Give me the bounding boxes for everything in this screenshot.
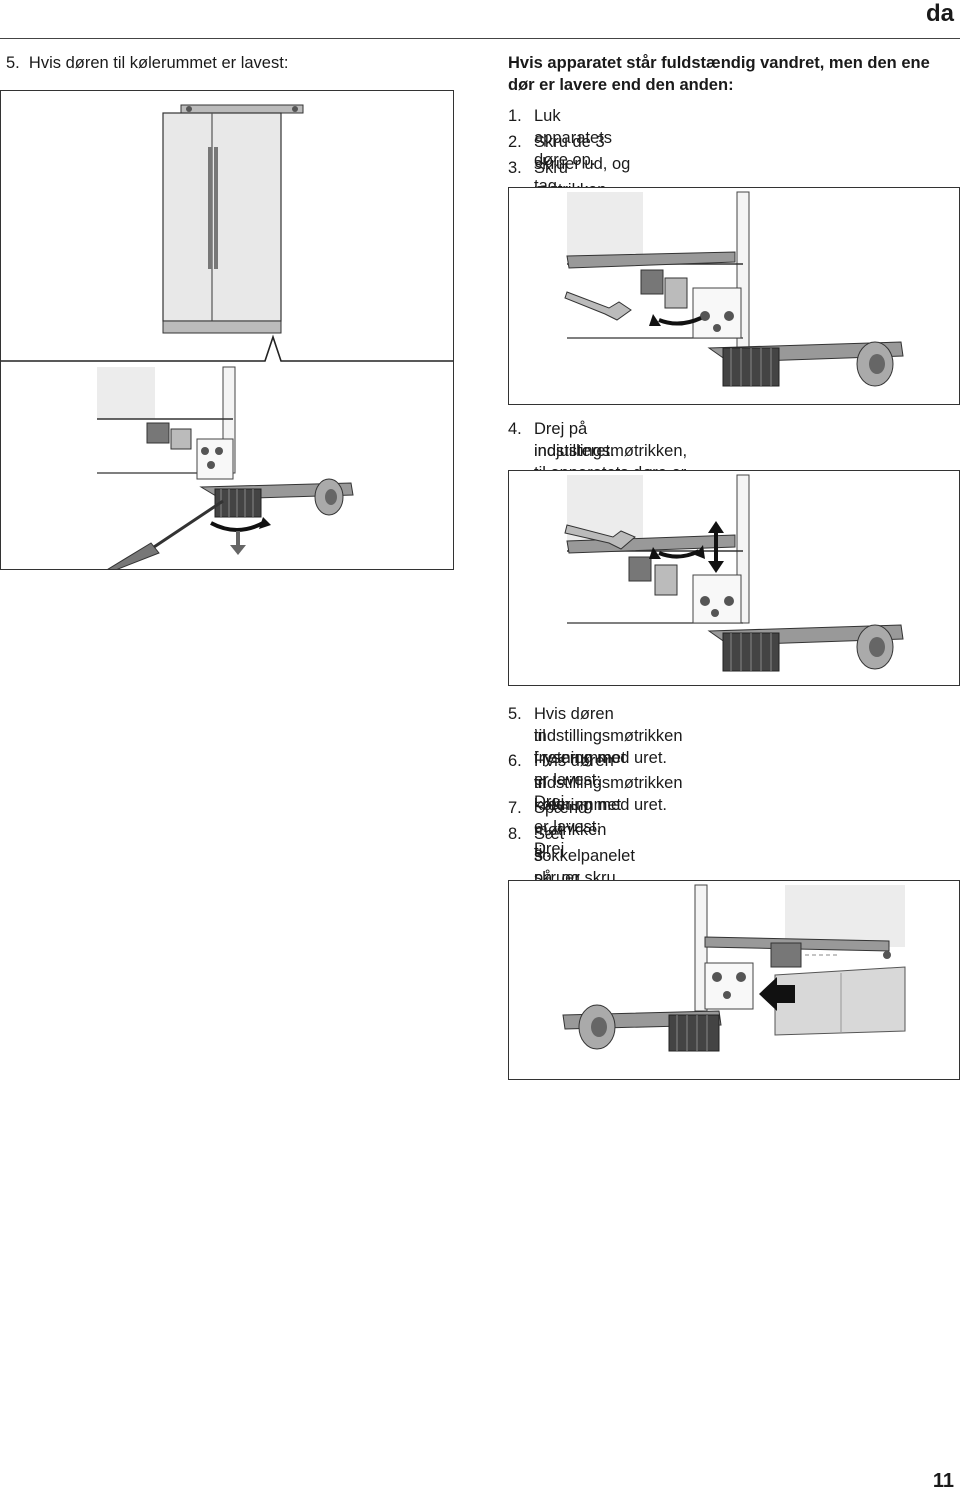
- step-4-text-line-2: indjusteret.: [534, 442, 615, 460]
- step-6-number: 6.: [508, 752, 522, 770]
- step-4-number: 4.: [508, 420, 522, 438]
- step-1-text: Luk apparatets døre op.: [534, 107, 612, 169]
- illustration-adjust-nut: [508, 470, 960, 686]
- illustration-loosen-nut: [508, 187, 960, 405]
- adjust-nut-drawing: [564, 474, 904, 672]
- header-rule: [0, 38, 960, 39]
- plinth-attach-drawing: [562, 884, 906, 1052]
- illustration-attach-plinth: [508, 880, 960, 1080]
- step-8-number: 8.: [508, 825, 522, 843]
- step-5-text-line-1: Hvis døren til fryserummet er lavest: Dr…: [534, 705, 626, 811]
- step-7-text: Spænd møtrikken til.: [534, 799, 607, 861]
- step-5-number: 5.: [508, 705, 522, 723]
- step-6-text-line-2: indstillingsmøtrikken i retning med uret…: [534, 774, 683, 814]
- left-step-5: 5. Hvis døren til kølerummet er lavest:: [6, 54, 289, 72]
- step-1-number: 1.: [508, 107, 522, 125]
- illustration-fridge-foot-screwdriver: [0, 90, 454, 570]
- fridge-adjustment-drawing: [1, 104, 453, 569]
- right-heading-line-1: Hvis apparatet står fuldstændig vandret,…: [508, 54, 930, 72]
- step-6-text-line-1: Hvis døren til kølerummet er lavest: Dre…: [534, 752, 622, 858]
- step-5-text-line-2: indstillingsmøtrikken i retning mod uret…: [534, 727, 683, 767]
- step-7-number: 7.: [508, 799, 522, 817]
- language-tag: da: [925, 0, 954, 27]
- wrench-loosen-drawing: [564, 191, 904, 387]
- right-heading-line-2: dør er lavere end den anden:: [508, 76, 734, 94]
- step-3-number: 3.: [508, 159, 522, 177]
- page-number: 11: [932, 1470, 954, 1492]
- step-2-number: 2.: [508, 133, 522, 151]
